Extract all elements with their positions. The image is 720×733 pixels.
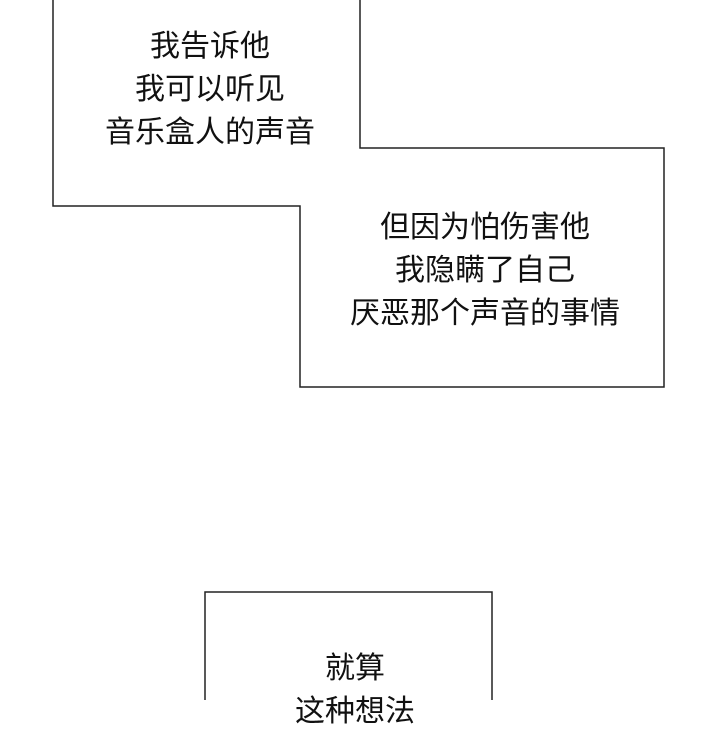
- caption-line: 就算: [325, 651, 385, 686]
- caption-line: 这种想法: [295, 694, 415, 729]
- caption-1: 我告诉他 我可以听见 音乐盒人的声音: [60, 25, 360, 154]
- caption-2: 但因为怕伤害他 我隐瞒了自己 厌恶那个声音的事情: [305, 206, 665, 335]
- caption-3: 就算 这种想法: [205, 647, 505, 733]
- caption-line: 我隐瞒了自己: [395, 253, 575, 288]
- caption-box-3-outline: [204, 591, 493, 700]
- merged-caption-box-outline: [52, 0, 665, 388]
- caption-line: 音乐盒人的声音: [105, 115, 315, 150]
- caption-line: 厌恶那个声音的事情: [350, 296, 620, 331]
- caption-box-outlines: [52, 0, 665, 700]
- caption-line: 我可以听见: [135, 72, 285, 107]
- caption-line: 我告诉他: [150, 29, 270, 64]
- caption-line: 但因为怕伤害他: [380, 210, 590, 245]
